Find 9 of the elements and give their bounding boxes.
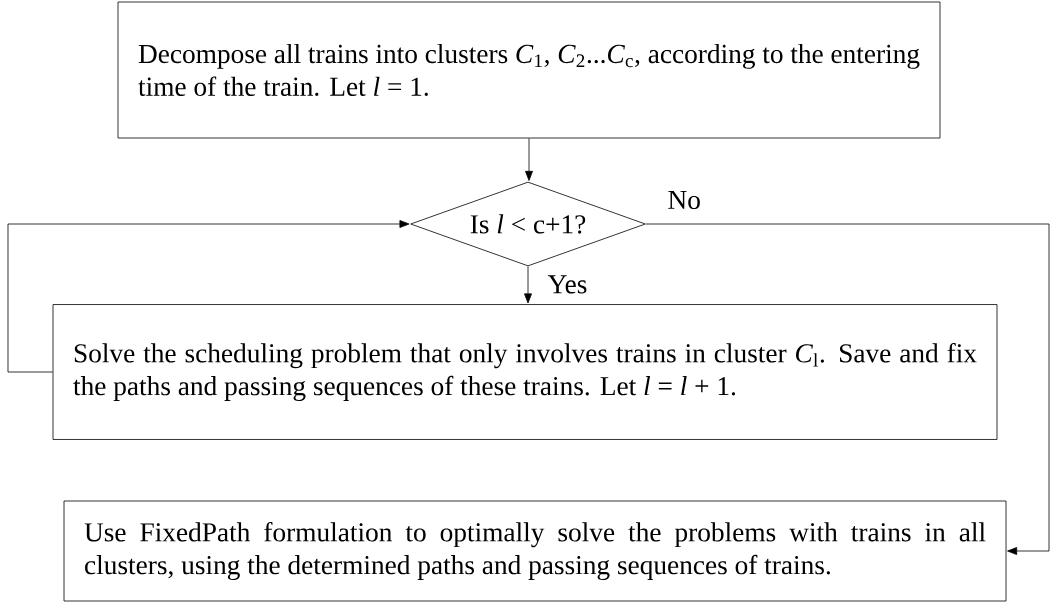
process-box: Solve the scheduling problem that only involves trains in cluster C$_{l}$. Save and fix the paths and passing sequences of these trains. Let l = l + 1. <box>52 304 998 440</box>
edge-label: No <box>668 190 700 210</box>
arrow <box>524 266 532 304</box>
arrow <box>645 223 1050 555</box>
arrow <box>525 138 533 181</box>
arrow <box>7 220 410 373</box>
process-box: Decompose all trains into clusters C$_{1}$, C$_{2}$...C$_{c}$, according to the entering time of the train. Let l = 1. <box>117 1 941 139</box>
process-box: Use FixedPath formulation to optimally solve the problems with trains in all clusters, using the determined paths and passing sequences of trains. <box>63 500 1007 602</box>
edge-label: Yes <box>547 275 587 294</box>
